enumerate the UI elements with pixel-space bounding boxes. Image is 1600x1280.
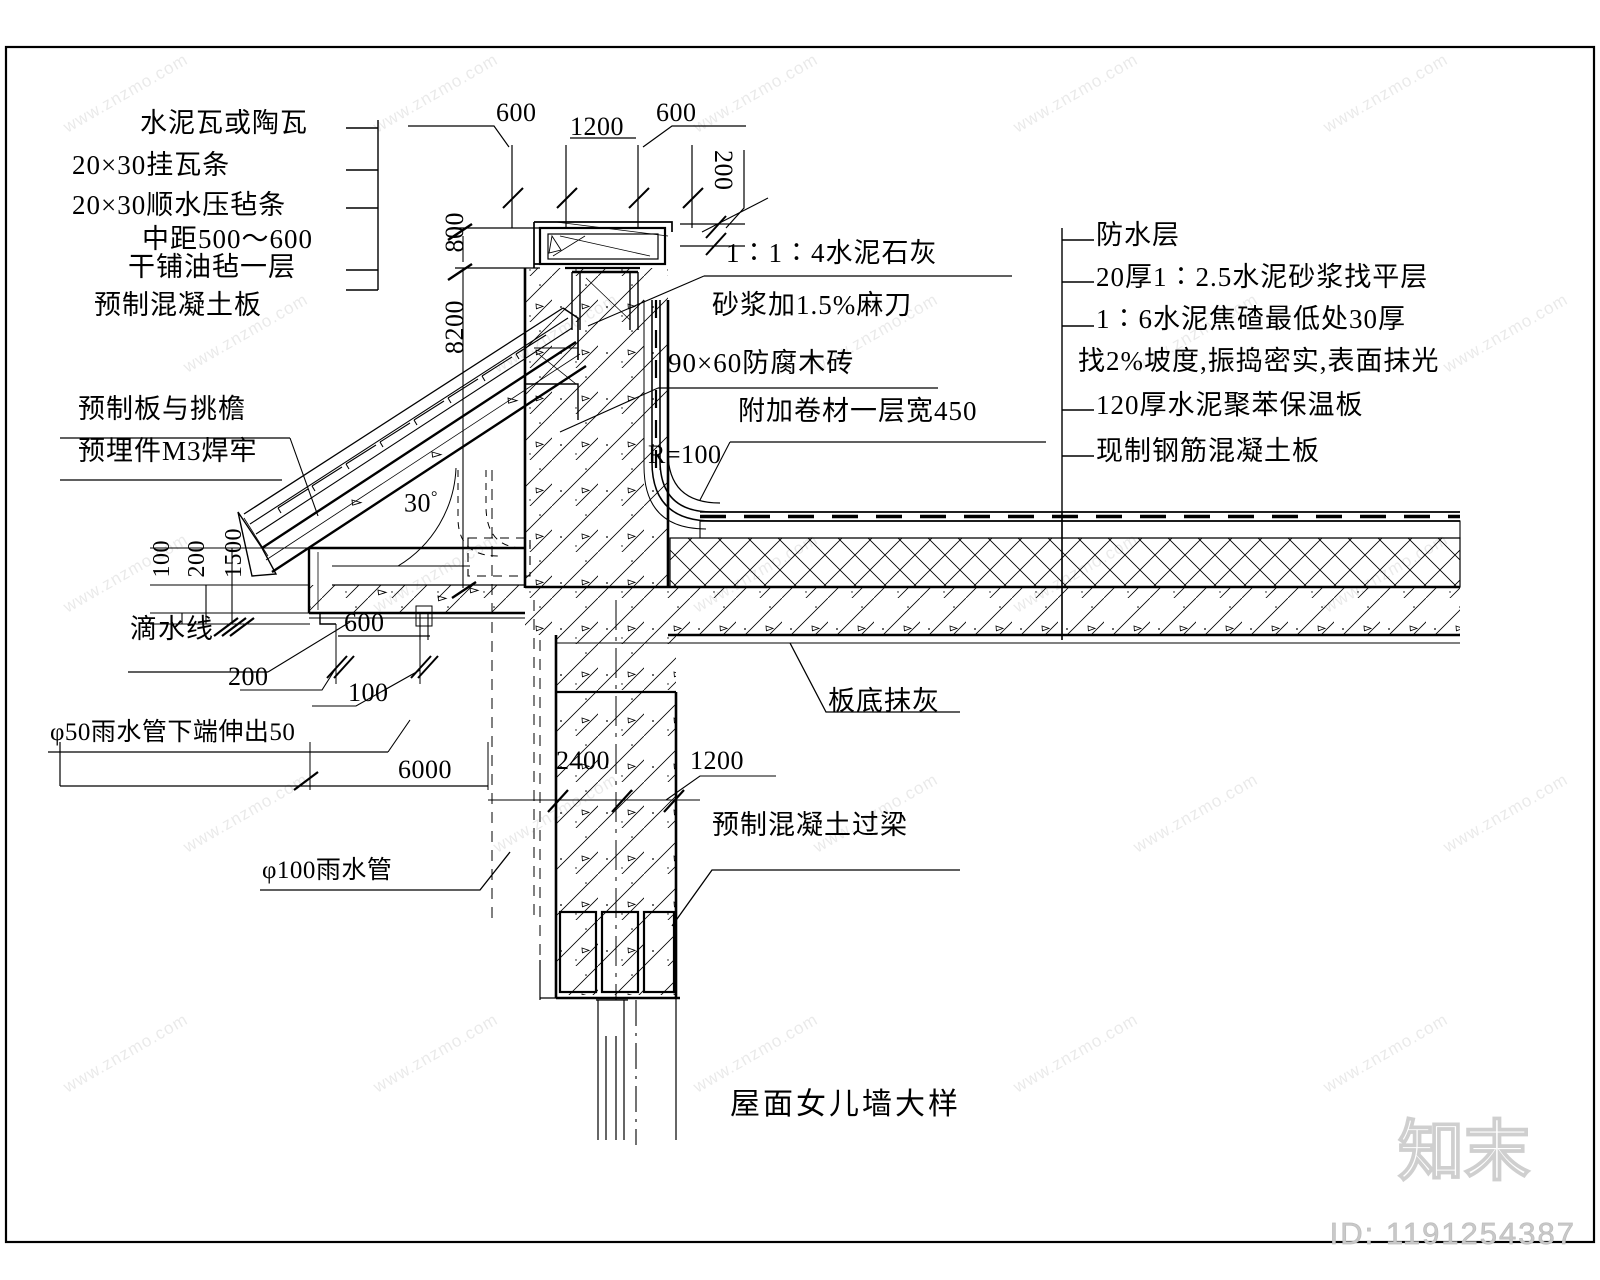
pitched-tile-roof bbox=[237, 307, 587, 577]
dim-200-parapet: 200 bbox=[709, 150, 738, 191]
dim-1200-top: 1200 bbox=[570, 112, 624, 141]
radius-label: R=100 bbox=[648, 440, 722, 469]
eave-overhang bbox=[307, 546, 525, 640]
dim-600-left: 600 bbox=[496, 98, 537, 127]
roof-layer-5: 干铺油毡一层 bbox=[128, 252, 296, 282]
right-layer-4: 找2%坡度,振捣密实,表面抹光 bbox=[1078, 346, 1440, 376]
roof-layer-3: 20×30顺水压毡条 bbox=[72, 190, 287, 220]
roof-layer-4: 中距500～600 bbox=[142, 224, 313, 254]
dim-100-drip: 100 bbox=[348, 678, 389, 707]
asset-id-label: ID: 1191254387 bbox=[1329, 1216, 1576, 1252]
mortar-line-2: 砂浆加1.5%麻刀 bbox=[712, 290, 913, 320]
dim-1500-eave: 1500 bbox=[221, 528, 247, 578]
dim-200-eave: 200 bbox=[184, 540, 210, 578]
parapet-wall bbox=[523, 221, 673, 588]
right-layer-6: 现制钢筋混凝土板 bbox=[1096, 436, 1320, 466]
extra-membrane-label: 附加卷材一层宽450 bbox=[738, 396, 978, 426]
degree-symbol: ° bbox=[431, 489, 438, 506]
dim-6000: 6000 bbox=[398, 755, 452, 784]
dim-angle-30: 30° bbox=[404, 488, 438, 518]
drip-line-label: 滴水线 bbox=[130, 614, 214, 644]
downpipe-100-label: φ100雨水管 bbox=[262, 857, 393, 884]
soffit-plaster-label: 板底抹灰 bbox=[828, 686, 940, 716]
mortar-line-1: 1∶1∶4水泥石灰 bbox=[726, 238, 938, 268]
roof-layer-2: 20×30挂瓦条 bbox=[72, 150, 231, 180]
right-layer-3: 1∶6水泥焦碴最低处30厚 bbox=[1096, 304, 1406, 334]
dim-1200-lintel: 1200 bbox=[690, 746, 744, 775]
angle-value: 30 bbox=[404, 488, 431, 518]
right-layer-5: 120厚水泥聚苯保温板 bbox=[1096, 390, 1364, 420]
dimension-lines bbox=[48, 120, 1094, 927]
dim-600-soffit: 600 bbox=[344, 608, 385, 637]
sheet-border bbox=[4, 45, 1596, 1244]
right-layer-1: 防水层 bbox=[1096, 220, 1180, 250]
flat-roof-assembly bbox=[525, 511, 1461, 644]
roof-layer-6: 预制混凝土板 bbox=[94, 290, 262, 320]
dim-800: 800 bbox=[440, 212, 469, 253]
roof-layer-1: 水泥瓦或陶瓦 bbox=[140, 108, 308, 138]
wall-below bbox=[488, 600, 700, 1000]
precast-lintel-label: 预制混凝土过梁 bbox=[712, 810, 908, 840]
drawing-title: 屋面女儿墙大样 bbox=[730, 1088, 961, 1121]
dim-200-drip: 200 bbox=[228, 662, 269, 691]
eave-note-line2: 预埋件M3焊牢 bbox=[78, 436, 258, 466]
eave-note-line1: 预制板与挑檐 bbox=[78, 394, 246, 424]
dim-8200: 8200 bbox=[440, 300, 469, 354]
right-layer-2: 20厚1∶2.5水泥砂浆找平层 bbox=[1096, 262, 1429, 292]
dim-2400: 2400 bbox=[556, 746, 610, 775]
downpipe-50-label: φ50雨水管下端伸出50 bbox=[50, 719, 296, 746]
dim-100-eave: 100 bbox=[149, 540, 175, 578]
dim-600-right: 600 bbox=[656, 98, 697, 127]
membrane-upturn bbox=[643, 300, 1460, 530]
wood-brick-label: 90×60防腐木砖 bbox=[668, 348, 855, 378]
